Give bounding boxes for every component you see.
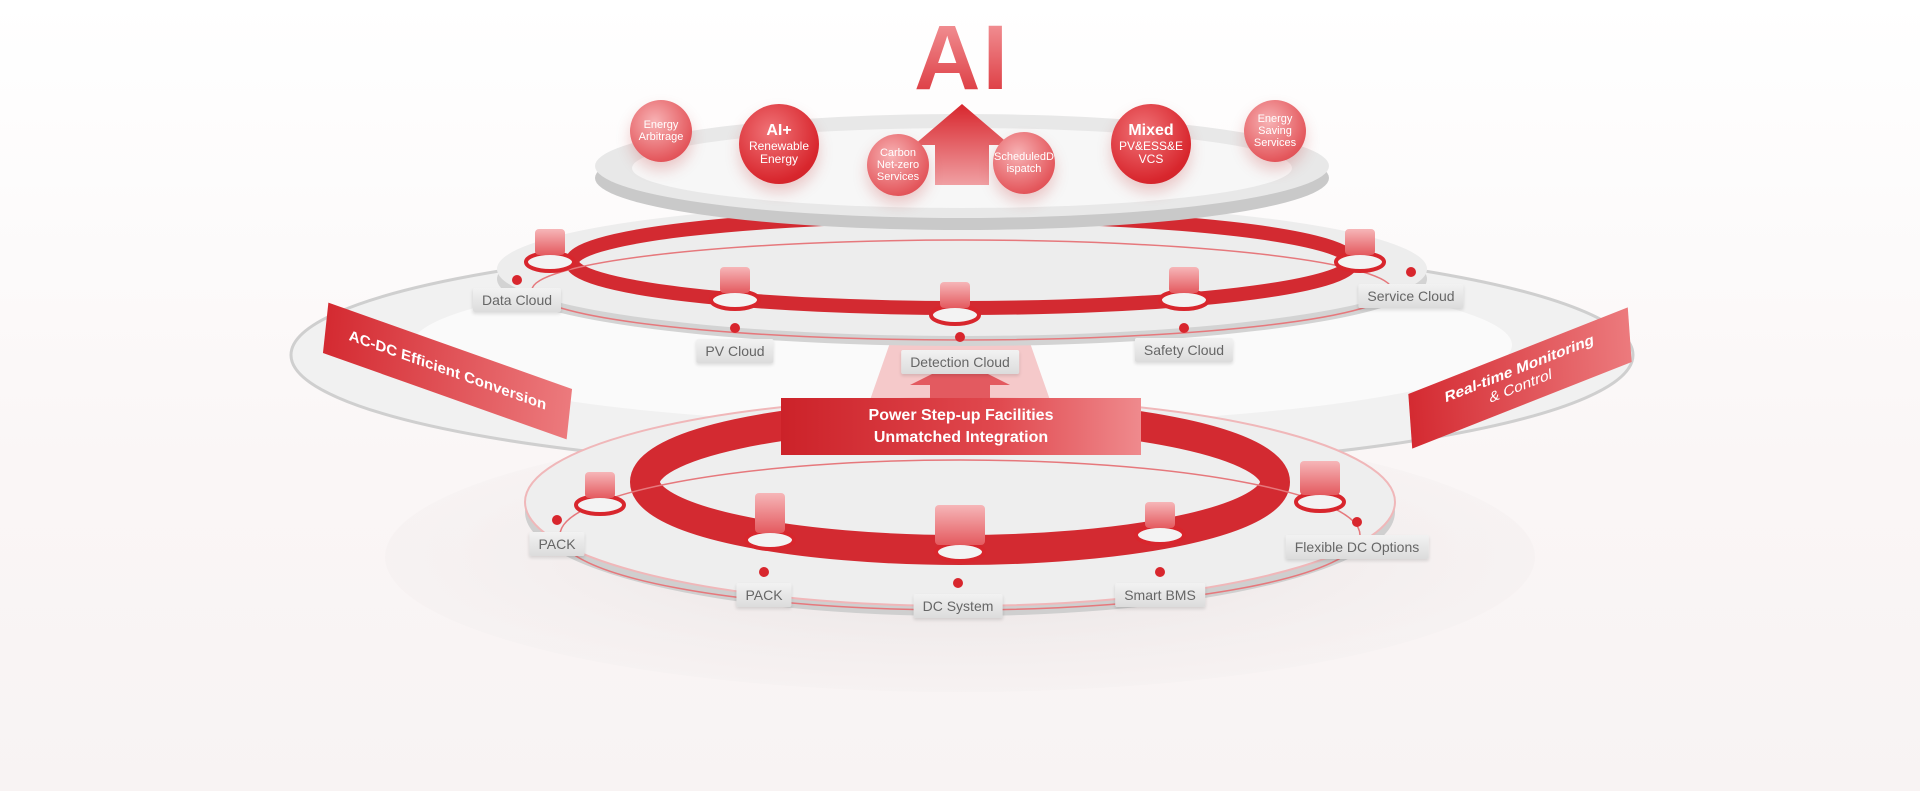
bubble-heading: AI+ [766, 122, 792, 140]
bubble-text: Services [1253, 137, 1297, 150]
bubble-text: Carbon [879, 146, 917, 159]
data-cloud-icon [535, 229, 565, 255]
dc-container-icon [935, 505, 985, 545]
bubble-text: Energy [759, 151, 799, 166]
bubble-text: Energy [1257, 112, 1293, 125]
safety-cloud-icon [1169, 267, 1199, 293]
label-data-cloud: Data Cloud [472, 288, 562, 312]
pack-battery-icon [585, 472, 615, 498]
bubble-text: ScheduledD [994, 150, 1054, 163]
label-pack-2: PACK [736, 583, 792, 607]
bubble-text: ispatch [1006, 163, 1042, 175]
bubble-text: VCS [1138, 151, 1164, 166]
bubble-text: Arbitrage [638, 131, 684, 143]
pack-rack-icon [755, 493, 785, 533]
label-safety-cloud: Safety Cloud [1134, 338, 1234, 362]
label-pv-cloud: PV Cloud [696, 339, 774, 363]
bubble-text: Energy [643, 118, 679, 131]
up-arrow-top [914, 104, 1010, 185]
label-dc-system: DC System [913, 594, 1003, 618]
up-arrow-lower [910, 360, 1010, 400]
pv-cloud-icon [720, 267, 750, 293]
flexible-dc-icon [1300, 461, 1340, 495]
banner-text: Power Step-up Facilities [868, 406, 1054, 424]
bubble-text: Net-zero [876, 158, 920, 171]
label-service-cloud: Service Cloud [1358, 284, 1464, 308]
bubble-text: PV&ESS&E [1118, 138, 1184, 153]
bubble-heading: Mixed [1128, 122, 1174, 140]
label-flexible-dc-options: Flexible DC Options [1285, 535, 1429, 559]
ai-title: AI [882, 6, 1042, 111]
label-smart-bms: Smart BMS [1115, 583, 1205, 607]
service-cloud-icon [1345, 229, 1375, 255]
bubble-text: Services [876, 171, 920, 184]
banner-text: Unmatched Integration [873, 428, 1049, 446]
bubble-text: Saving [1258, 124, 1292, 137]
detection-cloud-icon [940, 282, 970, 308]
label-pack-1: PACK [529, 532, 585, 556]
smart-bms-icon [1145, 502, 1175, 528]
bubble-text: Renewable [748, 138, 810, 153]
label-detection-cloud: Detection Cloud [901, 350, 1019, 374]
